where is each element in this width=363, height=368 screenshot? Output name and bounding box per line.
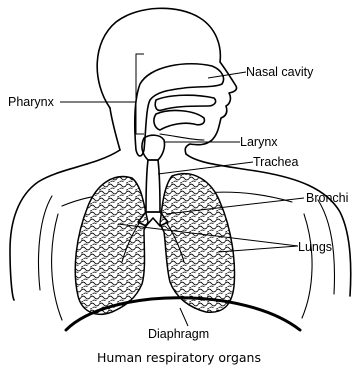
- arm-left-inner: [39, 196, 53, 290]
- label-larynx: Larynx: [240, 135, 278, 149]
- diaphragm-leader: [180, 308, 188, 326]
- label-bronchi: Bronchi: [306, 191, 348, 205]
- label-lungs: Lungs: [298, 240, 332, 254]
- rib-outline-right: [302, 214, 312, 318]
- label-trachea: Trachea: [253, 155, 298, 169]
- label-diaphragm: Diaphragm: [148, 327, 209, 341]
- left-lung: [75, 177, 148, 315]
- tongue-shape: [154, 111, 204, 130]
- palate-shape: [155, 95, 215, 110]
- diagram-caption: Human respiratory organs: [97, 350, 261, 365]
- label-nasal-cavity: Nasal cavity: [246, 65, 314, 79]
- right-lung: [160, 174, 234, 313]
- trachea-shape: [146, 160, 160, 212]
- neck-left: [110, 108, 120, 150]
- label-pharynx: Pharynx: [8, 95, 55, 109]
- rib-outline-left: [52, 214, 62, 320]
- jaw-line: [160, 134, 204, 140]
- head-outline: [97, 8, 236, 154]
